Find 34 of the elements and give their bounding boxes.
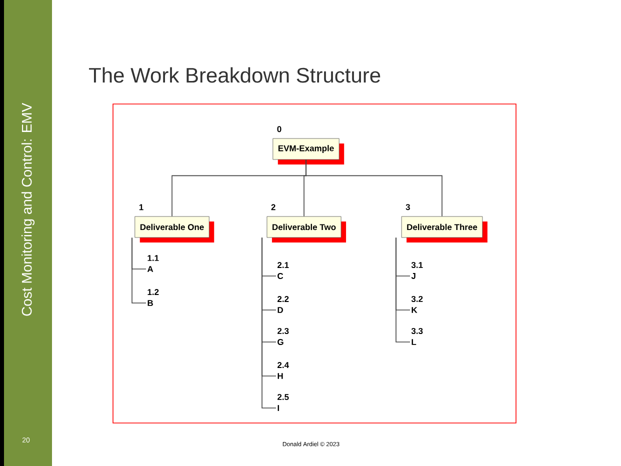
wbs-box: EVM-Example bbox=[272, 138, 344, 164]
connector bbox=[262, 237, 276, 408]
wbs-box: Deliverable One bbox=[134, 216, 214, 242]
wbs-code: 2.4 bbox=[278, 362, 289, 368]
wbs-code: 2.2 bbox=[278, 296, 289, 302]
wbs-item: K bbox=[412, 307, 418, 313]
wbs-item: J bbox=[411, 273, 416, 279]
wbs-code: 1.1 bbox=[148, 255, 159, 261]
wbs-number: 1 bbox=[139, 204, 144, 210]
wbs-number: 0 bbox=[277, 126, 282, 132]
wbs-box: Deliverable Three bbox=[401, 216, 488, 242]
slide-title: The Work Breakdown Structure bbox=[89, 67, 380, 83]
wbs-code: 2.3 bbox=[278, 328, 289, 334]
connector bbox=[306, 159, 442, 217]
wbs-code: 1.2 bbox=[148, 289, 159, 295]
wbs-item: H bbox=[278, 373, 283, 379]
wbs-number: 2 bbox=[271, 204, 276, 210]
wbs-item: C bbox=[278, 273, 284, 279]
wbs-code: 2.5 bbox=[278, 394, 289, 400]
sidebar-title: Cost Monitoring and Control: EMV bbox=[21, 102, 35, 316]
wbs-code: 3.2 bbox=[411, 296, 423, 302]
wbs-item: D bbox=[278, 307, 283, 313]
wbs-code: 2.1 bbox=[278, 262, 289, 268]
wbs-box: Deliverable Two bbox=[266, 216, 346, 242]
wbs-code: 3.1 bbox=[411, 262, 423, 268]
wbs-item: G bbox=[278, 339, 284, 345]
connector bbox=[132, 237, 146, 304]
wbs-code: 3.3 bbox=[411, 328, 423, 334]
wbs-item: B bbox=[148, 300, 153, 306]
wbs-number: 3 bbox=[406, 204, 410, 210]
connector bbox=[396, 237, 410, 342]
wbs-item: I bbox=[278, 405, 279, 411]
wbs-item: A bbox=[147, 266, 154, 272]
wbs-item: L bbox=[412, 339, 416, 345]
